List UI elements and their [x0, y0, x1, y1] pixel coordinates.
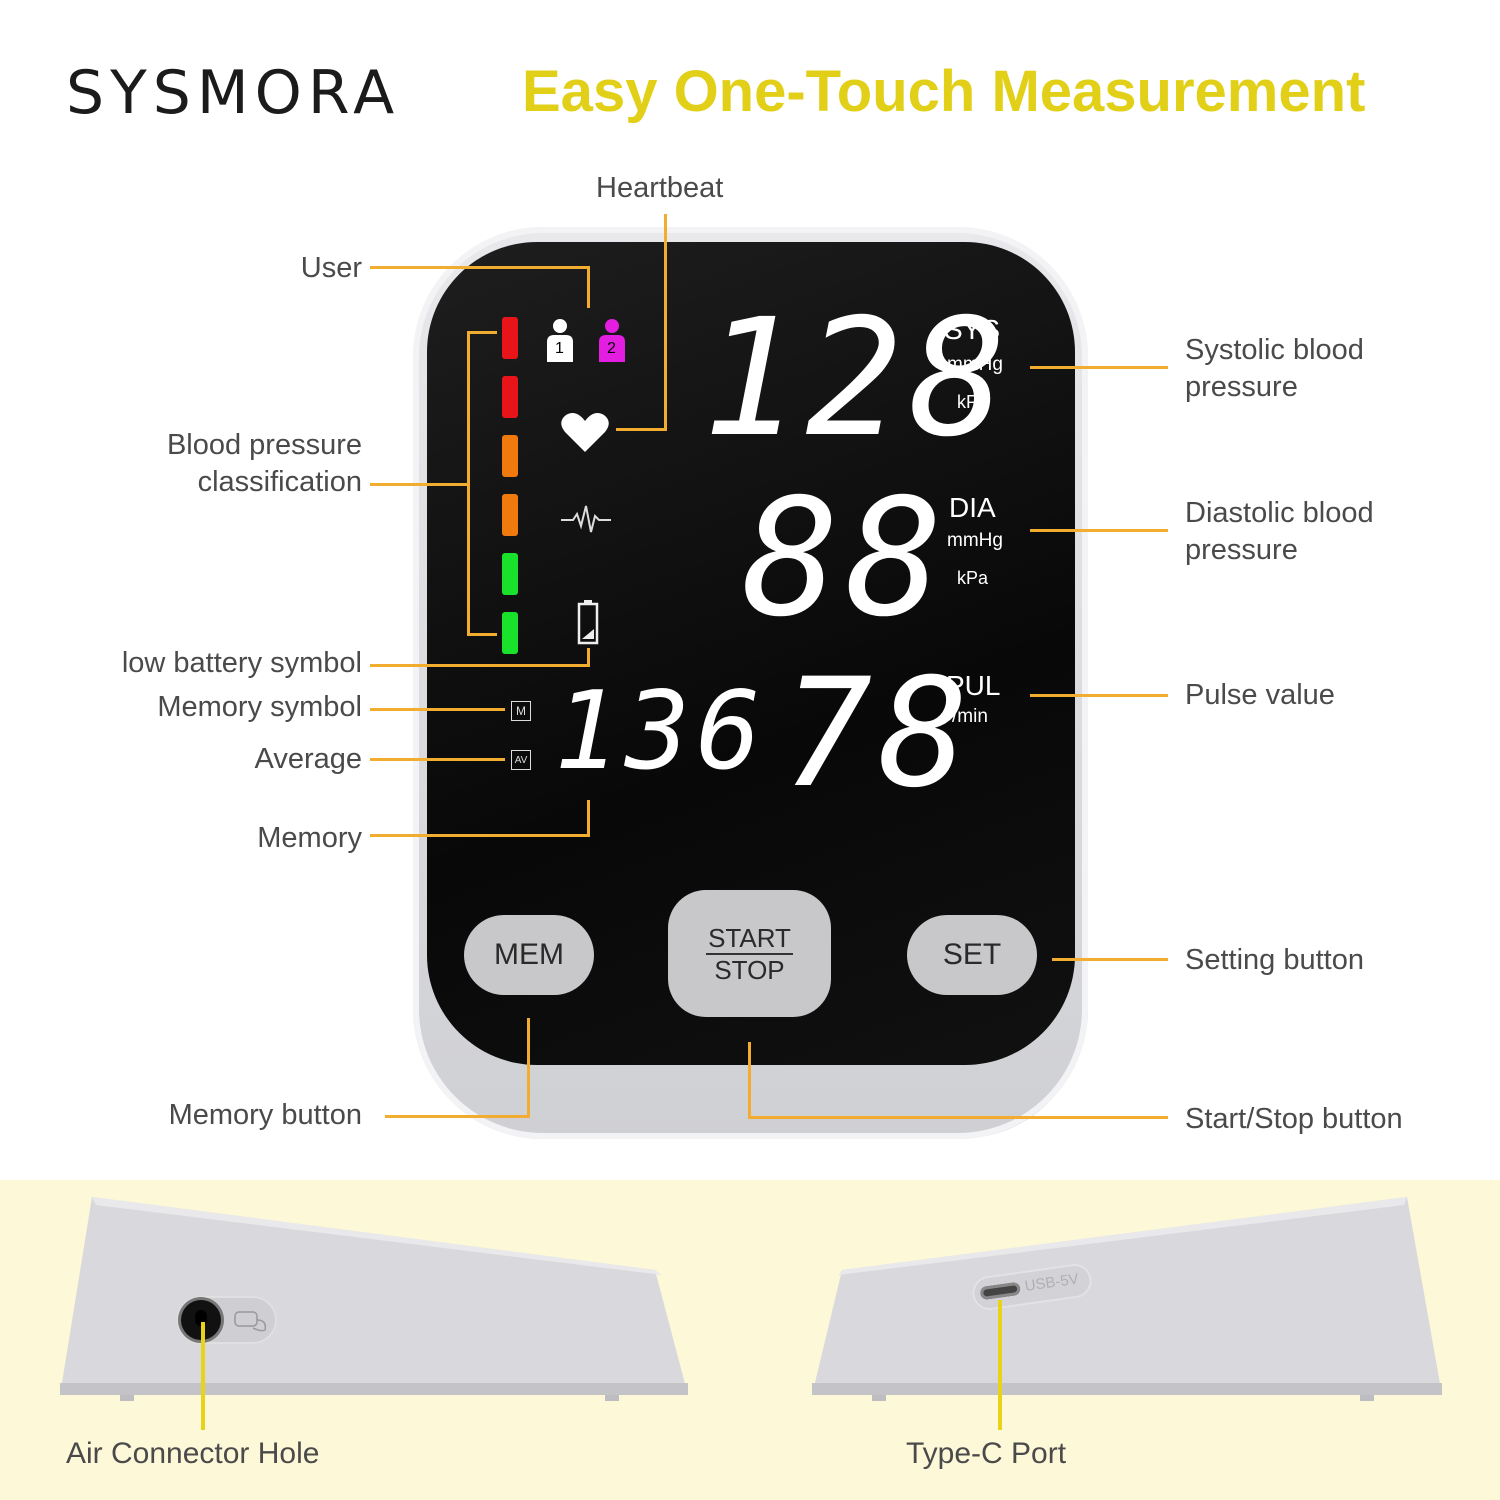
user-2-number: 2 — [607, 340, 616, 357]
memory-callout-v — [587, 800, 590, 837]
sys-unit-mmhg: mmHg — [947, 354, 1003, 375]
start-stop-button[interactable]: START STOP — [668, 890, 831, 1017]
user-2-icon: 2 — [597, 318, 627, 364]
start-stop-button-label: Start/Stop button — [1185, 1103, 1403, 1135]
average-symbol-icon: AV — [511, 750, 531, 770]
heartbeat-callout — [664, 214, 667, 430]
sys-unit-kpa: kPa — [957, 392, 989, 412]
diastolic-value: 88 — [742, 465, 950, 653]
user-label: User — [300, 252, 362, 284]
setting-button-label: Setting button — [1185, 944, 1364, 976]
right-side-device — [812, 1195, 1442, 1405]
setting-callout — [1052, 958, 1168, 961]
stop-label: STOP — [714, 954, 785, 985]
air-connector-label: Air Connector Hole — [66, 1437, 320, 1470]
type-c-callout — [998, 1300, 1002, 1430]
device-screen: 1 2 M AV 128 88 78 136 SYS mmHg kPa DIA … — [427, 242, 1075, 1065]
bp-bar-red-2 — [502, 376, 518, 418]
systolic-callout — [1030, 366, 1168, 369]
memory-callout — [370, 834, 590, 837]
user-callout — [370, 266, 590, 269]
heartbeat-callout-h — [616, 428, 667, 431]
battery-icon — [577, 599, 599, 650]
systolic-value: 128 — [702, 285, 1013, 473]
air-connector-callout — [201, 1322, 205, 1430]
pulse-label: Pulse value — [1185, 679, 1335, 711]
diastolic-callout — [1030, 529, 1168, 532]
air-connector-hole-icon — [177, 1296, 277, 1344]
bp-class-callout — [370, 483, 470, 486]
heart-icon — [560, 412, 610, 459]
page-title: Easy One-Touch Measurement — [522, 59, 1366, 124]
bp-class-label-2: classification — [197, 466, 362, 498]
pulse-wave-icon — [561, 504, 611, 539]
bp-bar-green-1 — [502, 553, 518, 595]
user-callout-v — [587, 266, 590, 308]
low-battery-label: low battery symbol — [121, 647, 362, 679]
bp-class-bottom — [467, 633, 497, 636]
memory-symbol-label: Memory symbol — [157, 691, 362, 723]
sys-label: SYS — [944, 314, 1001, 345]
dia-unit-kpa: kPa — [957, 568, 989, 588]
memory-button-callout — [385, 1115, 530, 1118]
bp-bar-red-1 — [502, 317, 518, 359]
memory-button-callout-v — [527, 1018, 530, 1118]
diastolic-label-1: Diastolic blood — [1185, 497, 1374, 529]
bp-class-top — [467, 331, 497, 334]
systolic-label-2: pressure — [1185, 371, 1298, 403]
start-stop-callout-v — [748, 1042, 751, 1119]
bp-bar-orange-1 — [502, 435, 518, 477]
diastolic-label-2: pressure — [1185, 534, 1298, 566]
bp-bar-orange-2 — [502, 494, 518, 536]
memory-symbol-icon: M — [511, 701, 531, 721]
start-stop-callout — [748, 1116, 1168, 1119]
pulse-value: 78 — [782, 647, 975, 821]
start-label: START — [706, 922, 793, 955]
user-1-icon: 1 — [545, 318, 575, 364]
battery-callout — [370, 664, 590, 667]
user-1-number: 1 — [555, 340, 564, 357]
pulse-callout — [1030, 694, 1168, 697]
heartbeat-label: Heartbeat — [596, 172, 724, 204]
battery-callout-v — [587, 648, 590, 667]
memory-button-label: Memory button — [168, 1099, 362, 1131]
brand-logo: SYSMORA — [66, 58, 401, 128]
set-button[interactable]: SET — [907, 915, 1037, 995]
bp-bar-green-2 — [502, 612, 518, 654]
mem-button[interactable]: MEM — [464, 915, 594, 995]
dia-label: DIA — [949, 492, 996, 523]
memory-label: Memory — [257, 822, 362, 854]
systolic-label-1: Systolic blood — [1185, 334, 1364, 366]
pul-label: PUL — [946, 670, 1001, 701]
bp-class-bracket — [467, 331, 470, 636]
average-callout — [370, 758, 505, 761]
usb-label: USB-5V — [1023, 1270, 1080, 1295]
memory-value: 136 — [554, 669, 768, 794]
average-label: Average — [254, 743, 363, 775]
left-side-device — [60, 1195, 688, 1405]
dia-unit-mmhg: mmHg — [947, 530, 1003, 551]
memory-symbol-callout — [370, 708, 505, 711]
bp-class-label-1: Blood pressure — [166, 429, 362, 461]
pul-unit-min: /min — [952, 706, 988, 727]
type-c-label: Type-C Port — [906, 1437, 1067, 1470]
